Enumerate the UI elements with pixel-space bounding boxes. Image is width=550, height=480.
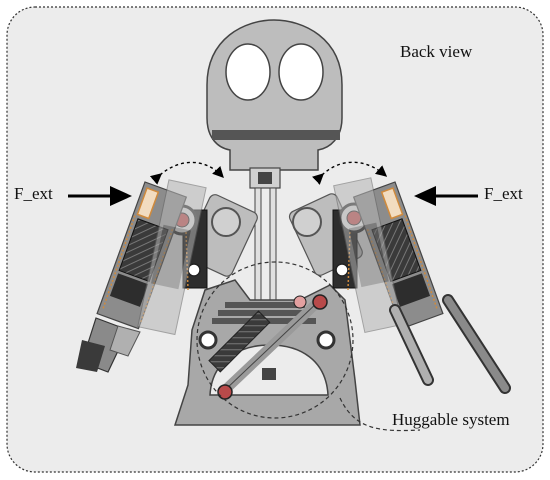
pivot-left — [198, 330, 218, 350]
rotation-arrow-left — [149, 161, 224, 185]
callout-leader — [339, 397, 421, 432]
head-eye-left — [225, 43, 271, 101]
rotation-arrow-right — [312, 161, 388, 185]
huggable-mechanism — [198, 294, 336, 400]
force-arrow-right — [414, 186, 478, 206]
pivot-red-bottom — [217, 384, 233, 400]
pivot-pink — [293, 295, 307, 309]
robot-head — [206, 19, 343, 171]
neck-column — [249, 167, 281, 307]
view-title: Back view — [400, 42, 473, 61]
pivot-right — [316, 330, 336, 350]
left-arm-assembly — [76, 179, 258, 373]
head-mouth-bar — [212, 130, 340, 140]
force-arrow-left — [68, 186, 132, 206]
callout-label: Huggable system — [392, 410, 510, 429]
pivot-red-top — [312, 294, 328, 310]
right-arm-assembly — [288, 177, 511, 394]
force-label-left: F_ext — [14, 184, 53, 203]
head-eye-right — [278, 43, 324, 101]
force-label-right: F_ext — [484, 184, 523, 203]
huggable-callout-circle — [196, 261, 354, 419]
